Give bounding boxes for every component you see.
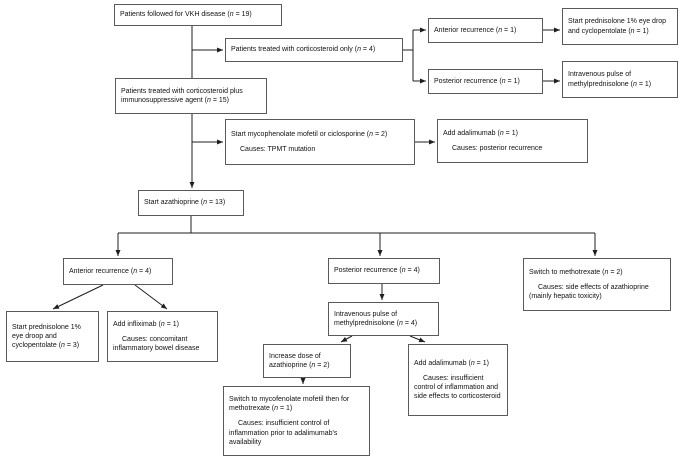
node-start-azathioprine: Start azathioprine (n = 13) <box>138 190 244 216</box>
node-corticosteroid-plus-immunosuppressive: Patients treated with corticosteroid plu… <box>115 78 267 114</box>
edge-b11-b14 <box>52 284 104 310</box>
node-label: Posterior recurrence (n = 4) <box>334 267 420 275</box>
node-start-prednisolone-drop-1: Start prednisolone 1% eye drop and cyclo… <box>562 8 678 45</box>
node-anterior-recurrence-1: Anterior recurrence (n = 1) <box>428 18 543 43</box>
node-posterior-recurrence-4: Posterior recurrence (n = 4) <box>328 258 440 284</box>
node-cause: Causes: posterior recurrence <box>452 145 543 152</box>
node-label: Anterior recurrence (n = 1) <box>434 26 517 34</box>
node-anterior-recurrence-4: Anterior recurrence (n = 4) <box>63 258 173 285</box>
node-increase-azathioprine-dose: Increase dose of azathioprine (n = 2) <box>263 344 351 378</box>
node-label: Patients treated with corticosteroid onl… <box>231 46 376 54</box>
node-label: Add adalimumab (n = 1) <box>443 129 518 137</box>
edge-b11-b15 <box>134 284 168 310</box>
node-switch-mycofenolate-then-methotrexate: Switch to mycofenolate mofetil then for … <box>223 386 370 456</box>
node-iv-methylprednisolone-4: Intravenous pulse of methylprednisolone … <box>328 302 439 336</box>
node-iv-methylprednisolone-1: Intravenous pulse of methylprednisolone … <box>562 61 678 98</box>
node-start-prednisolone-droop-3: Start prednisolone 1% eye droop and cycl… <box>6 311 99 362</box>
edge-b16-b17 <box>340 335 353 343</box>
node-label: Posterior recurrence (n = 1) <box>434 77 520 85</box>
edge-b10-branch <box>118 216 595 234</box>
node-label: Start prednisolone 1% eye drop and cyclo… <box>568 18 667 35</box>
node-start-mycophenolate-or-ciclosporine: Start mycophenolate mofetil or ciclospor… <box>225 119 415 165</box>
node-label: Patients followed for VKH disease (n = 1… <box>120 11 252 19</box>
edge-b16-b18 <box>409 335 426 343</box>
node-patients-followed-vkh: Patients followed for VKH disease (n = 1… <box>114 4 282 26</box>
node-corticosteroid-only: Patients treated with corticosteroid onl… <box>225 38 403 62</box>
node-label: Start prednisolone 1% eye droop and cycl… <box>12 323 81 350</box>
node-label: Add infliximab (n = 1) <box>113 320 179 328</box>
edge-b2-bracket <box>403 30 414 81</box>
node-add-infliximab: Add infliximab (n = 1) Causes: concomita… <box>107 311 218 362</box>
node-cause: Causes: insufficient control of inflamma… <box>229 420 338 446</box>
node-label: Patients treated with corticosteroid plu… <box>121 87 243 104</box>
node-label: Switch to methotrexate (n = 2) <box>529 268 623 276</box>
node-add-adalimumab-tpmt-branch: Add adalimumab (n = 1) Causes: posterior… <box>437 119 588 163</box>
node-add-adalimumab-insufficient-control: Add adalimumab (n = 1) Causes: insuffici… <box>408 344 508 416</box>
node-label: Add adalimumab (n = 1) <box>414 359 489 367</box>
node-cause: Causes: TPMT mutation <box>240 146 316 153</box>
node-label: Start mycophenolate mofetil or ciclospor… <box>231 130 388 138</box>
node-cause: Causes: insufficient control of inflamma… <box>414 374 501 401</box>
node-label: Start azathioprine (n = 13) <box>144 199 226 207</box>
node-posterior-recurrence-1: Posterior recurrence (n = 1) <box>428 69 543 94</box>
node-switch-methotrexate: Switch to methotrexate (n = 2) Causes: s… <box>523 258 671 311</box>
node-label: Intravenous pulse of methylprednisolone … <box>334 310 418 327</box>
node-label: Increase dose of azathioprine (n = 2) <box>269 352 330 369</box>
node-label: Anterior recurrence (n = 4) <box>69 267 152 275</box>
node-cause: Causes: side effects of azathioprine (ma… <box>529 283 649 301</box>
node-label: Switch to mycofenolate mofetil then for … <box>229 396 350 413</box>
node-label: Intravenous pulse of methylprednisolone … <box>568 71 652 88</box>
node-cause: Causes: concomitant inflammatory bowel d… <box>113 335 200 353</box>
